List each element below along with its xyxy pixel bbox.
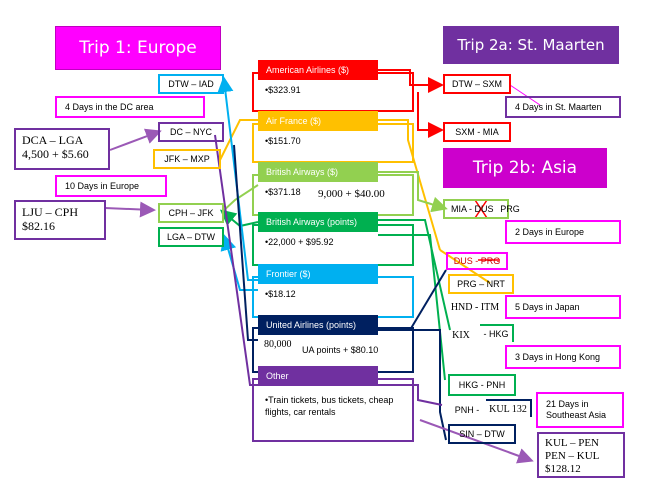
carrier-header: Other	[258, 366, 378, 386]
title-asia: Trip 2b: Asia	[443, 148, 607, 188]
note-japan-days: 5 Days in Japan	[505, 295, 621, 319]
route-pnh: PNH -	[454, 405, 480, 415]
carrier-cost: •22,000 + $95.92	[265, 237, 334, 247]
pen-kul-label: PEN – KUL	[545, 450, 600, 462]
route-sxm-mia: SXM - MIA	[443, 122, 511, 142]
carrier-cost: •$151.70	[265, 136, 301, 146]
title-europe: Trip 1: Europe	[55, 26, 221, 70]
route-lga-dtw: LGA – DTW	[158, 227, 224, 247]
route-kix: KIX	[452, 329, 470, 341]
note-hk-days: 3 Days in Hong Kong	[505, 345, 621, 369]
note-dca-lga: DCA – LGA 4,500 + $5.60	[14, 128, 110, 170]
dca-lga-cost: 4,500 + $5.60	[22, 147, 89, 161]
carrier-cost: •$323.91	[265, 85, 301, 95]
title-stmaarten: Trip 2a: St. Maarten	[443, 26, 619, 64]
carrier-cost: 80,000	[264, 339, 292, 350]
note-dc-days: 4 Days in the DC area	[55, 96, 205, 118]
carrier-header: Air France ($)	[258, 111, 378, 131]
dca-lga-label: DCA – LGA	[22, 133, 84, 147]
route-cph-jfk: CPH – JFK	[158, 203, 224, 223]
carrier-header: American Airlines ($)	[258, 60, 378, 80]
note-sea-days: 21 Days in Southeast Asia	[536, 392, 624, 428]
route-jfk-mxp: JFK – MXP	[153, 149, 221, 169]
carrier-header: British Airways (points)	[258, 212, 378, 232]
route-dc-nyc: DC – NYC	[158, 122, 224, 142]
route-hkg-pnh: HKG - PNH	[448, 374, 516, 396]
carrier-header: British Airways ($)	[258, 162, 378, 182]
carrier-header: United Airlines (points)	[258, 315, 378, 335]
carrier-cost: •$371.18	[265, 187, 301, 197]
carrier-cost: •Train tickets, bus tickets, cheap fligh…	[265, 395, 394, 417]
route-dtw-iad: DTW – IAD	[158, 74, 224, 94]
carrier-header: Frontier ($)	[258, 264, 378, 284]
lju-cph-cost: $82.16	[22, 219, 55, 233]
route-dus-prg: DUS - PRG	[446, 252, 508, 270]
note-stm-days: 4 Days in St. Maarten	[505, 96, 621, 118]
route-sin-dtw: SIN – DTW	[448, 424, 516, 444]
note-kul-pen: KUL – PEN PEN – KUL $128.12	[537, 432, 625, 478]
route-hkg-tag: - HKG	[480, 324, 514, 342]
route-hnd-itm: HND - ITM	[450, 301, 500, 313]
carrier-cost: •$18.12	[265, 289, 296, 299]
kul-pen-label: KUL – PEN	[545, 437, 599, 449]
prg-tag: PRG	[500, 204, 520, 214]
note-lju-cph: LJU – CPH $82.16	[14, 200, 106, 240]
route-dtw-sxm: DTW – SXM	[443, 74, 511, 94]
carrier-extra: 9,000 + $40.00	[318, 188, 385, 200]
note-europe-days: 10 Days in Europe	[55, 175, 167, 197]
route-prg-nrt: PRG – NRT	[448, 274, 514, 294]
route-kul-tag: KUL 132	[486, 399, 532, 417]
lju-cph-label: LJU – CPH	[22, 205, 79, 219]
carrier-extra: UA points + $80.10	[302, 345, 379, 355]
note-europe2-days: 2 Days in Europe	[505, 220, 621, 244]
route-mia-dus: MIA - DUS	[443, 199, 509, 219]
kul-cost: $128.12	[545, 463, 581, 475]
